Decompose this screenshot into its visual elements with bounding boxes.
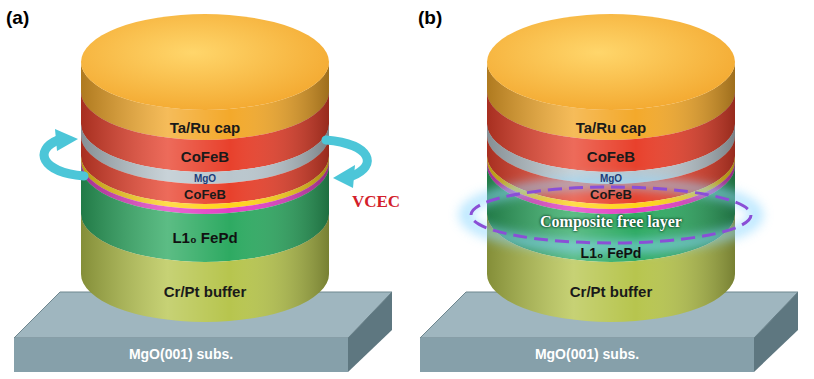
layer-text: Cr/Pt buffer	[570, 284, 653, 301]
layer-band: CoFeB	[184, 188, 226, 202]
substrate-band: MgO(001) subs.	[535, 347, 639, 362]
layer-band: Cr/Pt buffer	[164, 284, 247, 301]
layer-text: L1₀ FePd	[172, 230, 237, 247]
layer-text: Ta/Ru cap	[576, 120, 647, 137]
layer-text: CoFeB	[184, 188, 226, 202]
region-ellipse: Composite free layer	[540, 213, 682, 231]
layer-text: MgO(001) subs.	[129, 347, 233, 362]
layer-band: CoFeB	[590, 188, 632, 202]
layer-band: Ta/Ru cap	[170, 120, 241, 137]
effect-label: VCEC	[352, 193, 400, 212]
layer-band: L1₀ FePd	[581, 246, 642, 261]
layer-band: Ta/Ru cap	[576, 120, 647, 137]
layer-band: CoFeB	[181, 149, 229, 166]
layer-text: MgO	[600, 173, 622, 184]
panel-letter: (a)	[6, 8, 29, 29]
layer-band: MgO	[600, 173, 622, 184]
layer-text: CoFeB	[590, 188, 632, 202]
layer-text: Composite free layer	[540, 213, 682, 231]
layer-text: MgO(001) subs.	[535, 347, 639, 362]
layer-text: Cr/Pt buffer	[164, 284, 247, 301]
layer-text: L1₀ FePd	[581, 246, 642, 261]
panel-letter: (b)	[418, 8, 442, 29]
layer-text: CoFeB	[181, 149, 229, 166]
layer-text: MgO	[194, 173, 216, 184]
panel-letter-text: (a)	[6, 8, 29, 29]
layer-band: MgO	[194, 173, 216, 184]
layer-text: CoFeB	[587, 149, 635, 166]
layer-band: CoFeB	[587, 149, 635, 166]
layer-band: Cr/Pt buffer	[570, 284, 653, 301]
substrate-band: MgO(001) subs.	[129, 347, 233, 362]
layer-text: Ta/Ru cap	[170, 120, 241, 137]
panel-letter-text: (b)	[418, 8, 442, 29]
layer-band: L1₀ FePd	[172, 230, 237, 247]
effect-label-text: VCEC	[352, 193, 400, 212]
